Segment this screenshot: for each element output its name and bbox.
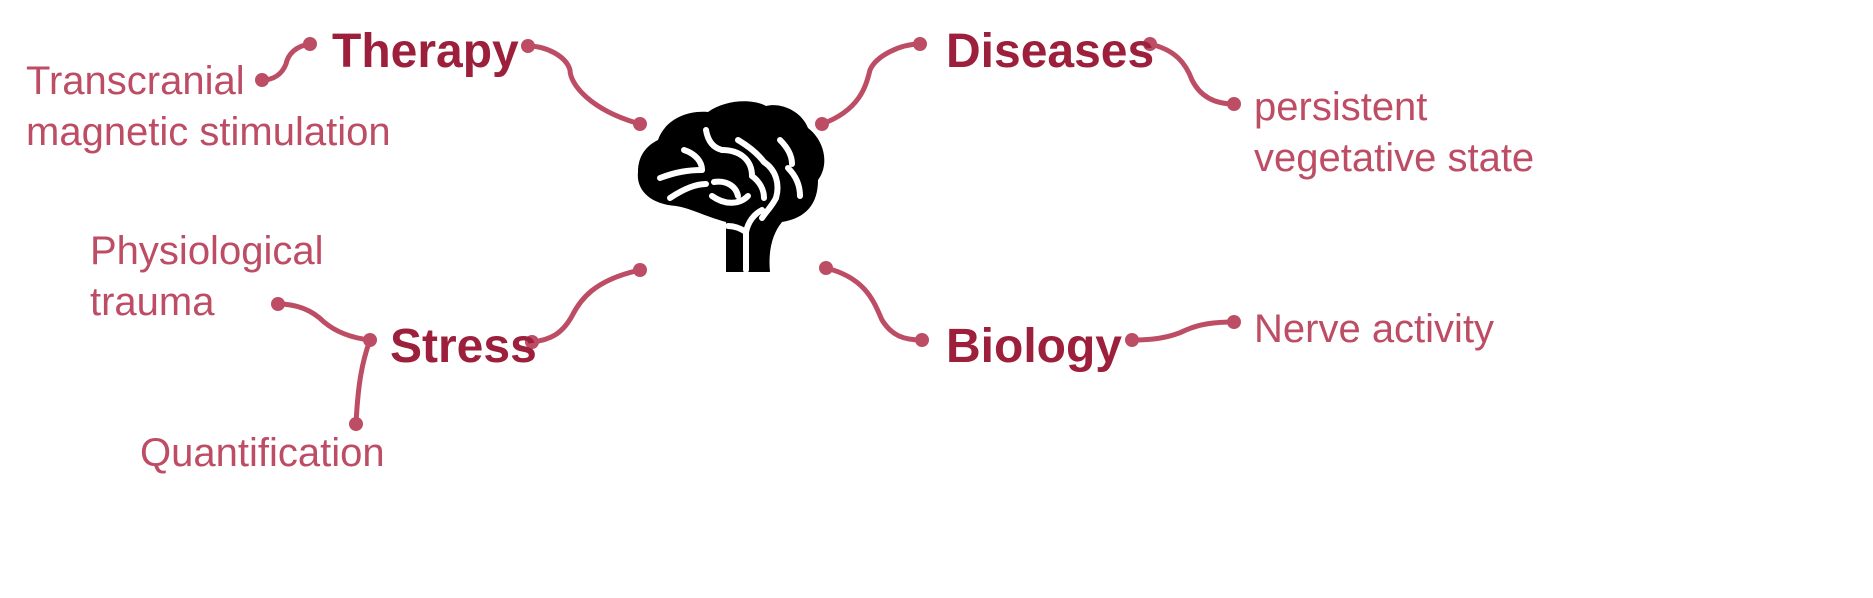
connector-node — [255, 73, 269, 87]
connector-stress-quant — [353, 337, 373, 427]
detail-transcranial-magnetic-stimulation: Transcranial magnetic stimulation — [26, 56, 391, 158]
connector-node — [1125, 333, 1139, 347]
detail-line: vegetative state — [1254, 136, 1535, 181]
topic-therapy: Therapy — [332, 25, 519, 78]
connector-stress-trauma — [275, 301, 373, 343]
detail-nerve-activity: Nerve activity — [1254, 304, 1494, 355]
connector-node — [633, 263, 647, 277]
connector-node — [271, 297, 285, 311]
connector-node — [1227, 97, 1241, 111]
connector-node — [1143, 37, 1157, 51]
detail-line: Nerve activity — [1254, 307, 1495, 351]
connector-node — [913, 37, 927, 51]
detail-line: magnetic stimulation — [26, 110, 391, 155]
connector-brain-stress — [529, 267, 643, 345]
connector-biology-nerve — [1129, 319, 1237, 343]
topic-diseases: Diseases — [946, 25, 1155, 78]
detail-line: Transcranial — [26, 59, 245, 103]
detail-persistent-vegetative-state: persistent vegetative state — [1254, 82, 1534, 184]
connector-node — [815, 117, 829, 131]
connector-node — [349, 417, 363, 431]
connector-node — [633, 117, 647, 131]
detail-line: Quantification — [140, 431, 385, 475]
connector-node — [1227, 315, 1241, 329]
connector-node — [521, 39, 535, 53]
connector-diseases-pvs — [1147, 41, 1237, 107]
detail-line: persistent — [1254, 85, 1428, 129]
connector-brain-therapy — [525, 43, 643, 127]
connector-node — [819, 261, 833, 275]
topic-stress: Stress — [390, 320, 537, 373]
detail-quantification: Quantification — [140, 428, 385, 479]
connector-brain-biology — [823, 265, 925, 343]
connector-therapy-tms — [259, 41, 313, 83]
detail-physiological-trauma: Physiological trauma — [90, 226, 323, 328]
detail-line: Physiological — [90, 229, 324, 273]
topic-biology: Biology — [946, 320, 1122, 373]
connector-node — [363, 333, 377, 347]
connector-node — [915, 333, 929, 347]
connector-brain-diseases — [819, 41, 923, 127]
detail-line: trauma — [90, 280, 215, 325]
connector-node — [525, 335, 539, 349]
brain-icon — [637, 101, 825, 273]
connector-node — [303, 37, 317, 51]
